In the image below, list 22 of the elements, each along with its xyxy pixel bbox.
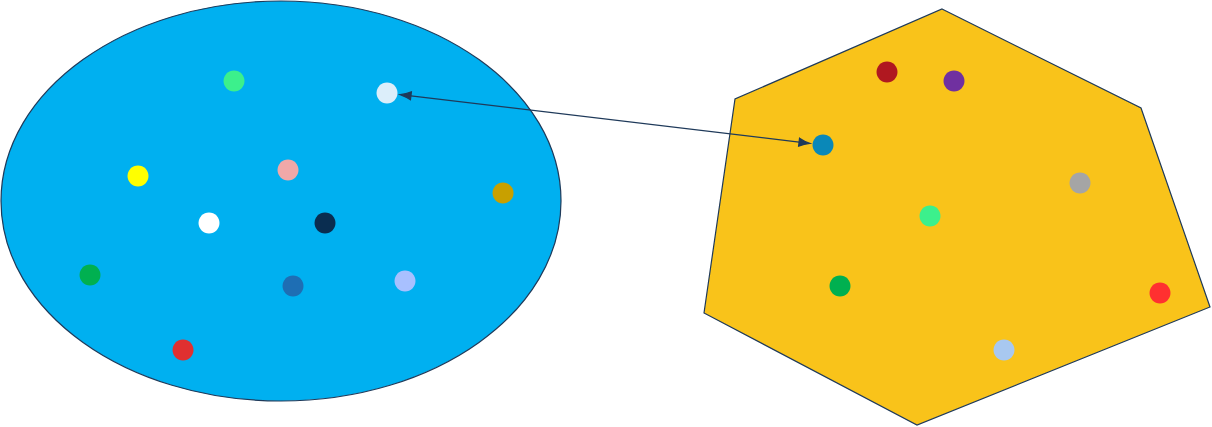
dot bbox=[993, 339, 1015, 361]
dot bbox=[223, 70, 245, 92]
dot bbox=[79, 264, 101, 286]
dot bbox=[492, 182, 514, 204]
dot bbox=[127, 165, 149, 187]
dot bbox=[943, 70, 965, 92]
dot bbox=[1069, 172, 1091, 194]
dot bbox=[172, 339, 194, 361]
dot bbox=[282, 275, 304, 297]
dot bbox=[876, 61, 898, 83]
ellipse bbox=[0, 0, 562, 402]
arrow bbox=[399, 91, 811, 147]
hexagon bbox=[703, 8, 1211, 426]
dot bbox=[277, 159, 299, 181]
dot bbox=[198, 212, 220, 234]
dot bbox=[812, 134, 834, 156]
dot bbox=[314, 212, 336, 234]
dot bbox=[376, 82, 398, 104]
dot bbox=[1149, 282, 1171, 304]
dot bbox=[394, 270, 416, 292]
dot bbox=[829, 275, 851, 297]
dot bbox=[919, 205, 941, 227]
